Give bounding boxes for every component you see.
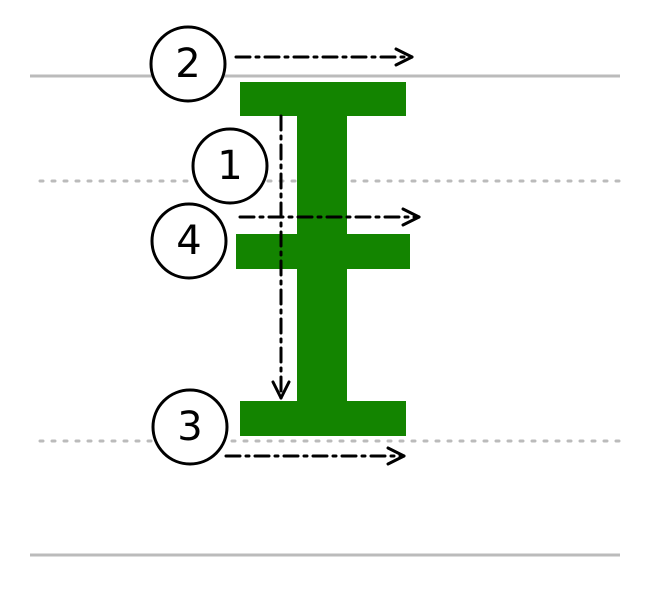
stroke-top-bar: [240, 82, 406, 116]
stroke-bottom-bar: [240, 401, 406, 436]
step-badge-4: 4: [150, 202, 228, 280]
step-badge-2: 2: [149, 25, 227, 103]
stroke-middle-bar: [236, 234, 410, 269]
letter-glyph: [236, 82, 410, 436]
step-number-3: 3: [177, 404, 202, 450]
step-badge-1: 1: [191, 127, 269, 205]
step-badge-3: 3: [151, 388, 229, 466]
step-number-1: 1: [217, 143, 242, 189]
step-number-2: 2: [175, 41, 200, 87]
step-number-4: 4: [176, 218, 201, 264]
